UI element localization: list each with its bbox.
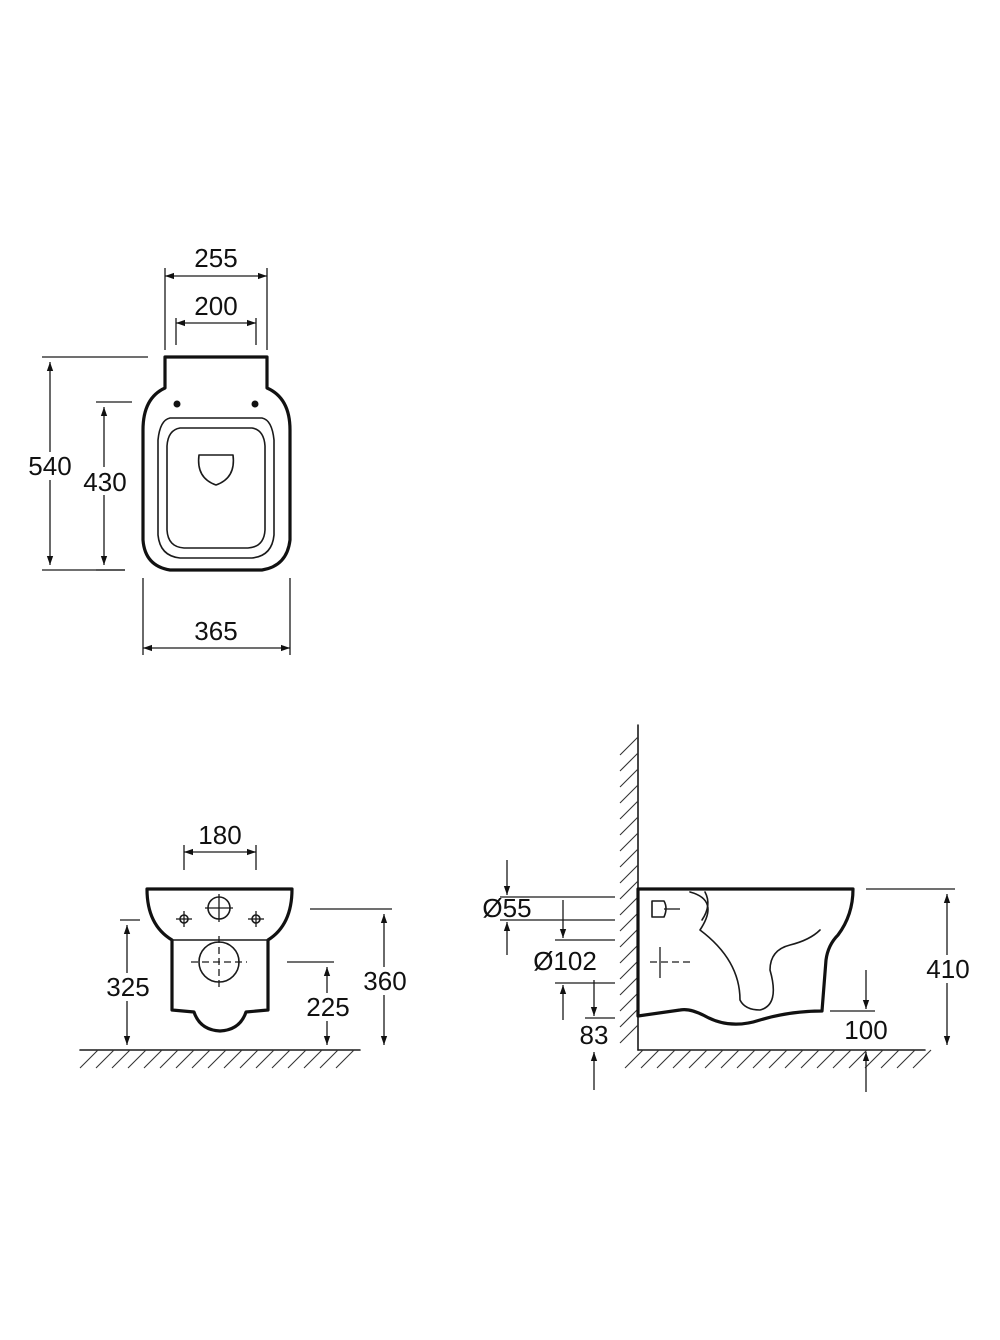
hinge-hole-left — [173, 400, 181, 408]
floor-hatch-side — [624, 1049, 932, 1069]
trap-inner-line — [689, 891, 821, 1011]
floor-hatch — [79, 1049, 355, 1069]
label-bg — [22, 452, 80, 480]
hinge-hole-right — [251, 400, 259, 408]
dim-label-total-length: 540 — [28, 451, 71, 481]
dim-label-rim-height: 410 — [926, 954, 969, 984]
seat-lid-outline — [166, 427, 266, 549]
rim-line — [701, 891, 709, 921]
dim-label-outlet-height: 225 — [306, 992, 349, 1022]
dim-label-inner-length: 430 — [83, 467, 126, 497]
label-bg — [76, 467, 134, 495]
front-view: 180 325 360 225 — [79, 820, 414, 1069]
dim-label-total-height: 360 — [363, 966, 406, 996]
dim-label-outlet-clearance: 83 — [580, 1020, 609, 1050]
seat-inner-outline — [157, 417, 275, 559]
side-view: Ø55 Ø102 83 100 410 — [482, 724, 977, 1092]
dim-label-seat-width: 255 — [194, 243, 237, 273]
dim-label-fixing-height: 325 — [106, 972, 149, 1002]
inlet-connector — [651, 900, 667, 918]
dim-label-bowl-width: 365 — [194, 616, 237, 646]
label-bg — [99, 973, 157, 1001]
bowl-outline-front — [145, 887, 294, 1033]
bowl-outline-top — [141, 355, 292, 572]
wall-hatch — [619, 736, 639, 1044]
top-view: 255 200 540 430 365 — [22, 243, 292, 655]
bowl-outline-side — [636, 887, 855, 1026]
dim-label-inlet-diameter: Ø55 — [482, 893, 531, 923]
dim-label-fixing-spacing: 180 — [198, 820, 241, 850]
flush-opening — [197, 454, 235, 486]
dim-label-outlet-diameter: Ø102 — [533, 946, 597, 976]
label-bg — [356, 967, 414, 995]
dim-label-base-height: 100 — [844, 1015, 887, 1045]
label-bg — [299, 993, 357, 1021]
label-bg — [919, 955, 977, 983]
dim-label-hole-spacing: 200 — [194, 291, 237, 321]
